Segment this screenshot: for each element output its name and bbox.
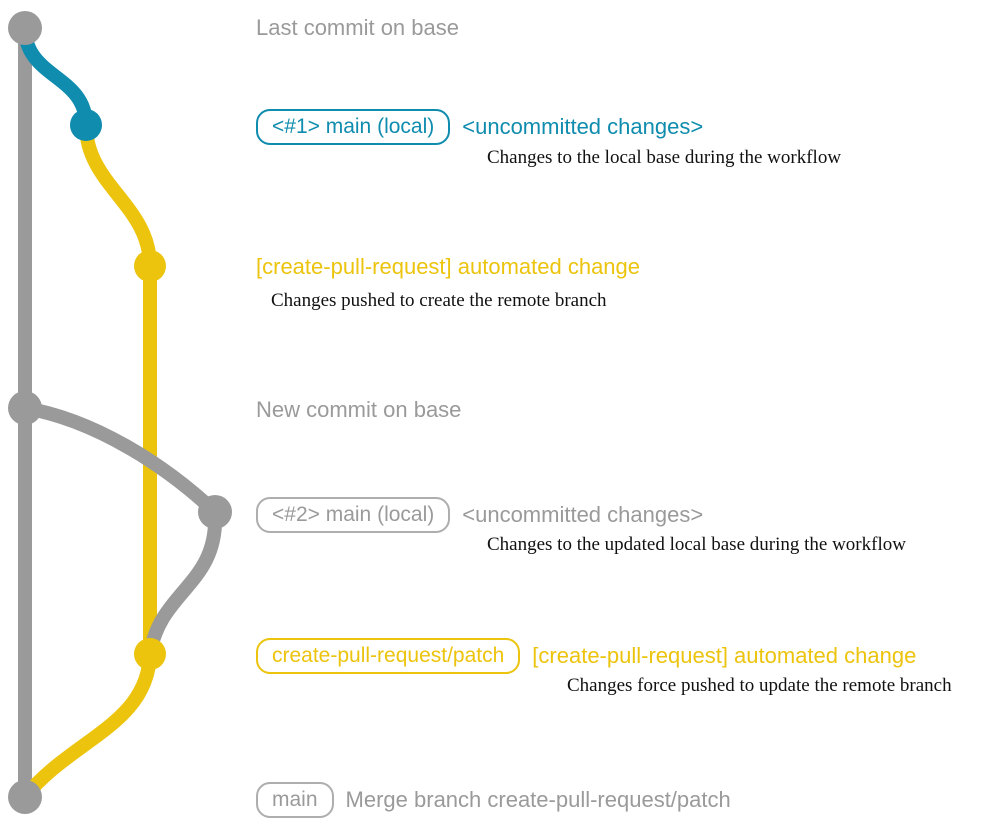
edge-patch-update-to-merge — [18, 647, 157, 804]
commit-node-local-1[interactable] — [70, 109, 102, 141]
commit-node-patch-create[interactable] — [134, 250, 166, 282]
edge-base2-to-local2 — [18, 401, 222, 519]
commit-row-merge: main Merge branch create-pull-request/pa… — [256, 782, 731, 818]
commit-subject-patch-update: [create-pull-request] automated change — [532, 643, 917, 668]
commit-note-patch-create: Changes pushed to create the remote bran… — [271, 290, 607, 311]
commit-row-patch-update: create-pull-request/patch [create-pull-r… — [256, 638, 916, 674]
commit-node-last-commit-on-base[interactable] — [8, 11, 42, 45]
commit-note-local-1: Changes to the local base during the wor… — [487, 147, 842, 168]
commit-row-local-2: <#2> main (local) <uncommitted changes> — [256, 497, 703, 533]
commit-row-local-1: <#1> main (local) <uncommitted changes> — [256, 109, 703, 145]
edge-base-to-local1 — [18, 21, 93, 132]
commit-subject-last-commit-on-base: Last commit on base — [256, 15, 459, 40]
commit-node-new-commit-on-base[interactable] — [8, 391, 42, 425]
ref-badge-patch-update[interactable]: create-pull-request/patch — [256, 638, 521, 674]
commit-subject-local-1: <uncommitted changes> — [462, 114, 704, 139]
commit-subject-patch-create: [create-pull-request] automated change — [256, 254, 641, 279]
commit-node-merge[interactable] — [8, 780, 42, 814]
commit-node-patch-update[interactable] — [134, 638, 166, 670]
ref-badge-local-1[interactable]: <#1> main (local) — [256, 109, 451, 145]
commit-subject-merge: Merge branch create-pull-request/patch — [345, 787, 731, 812]
commit-subject-local-2: <uncommitted changes> — [462, 502, 704, 527]
edge-local1-to-patch-create — [79, 118, 157, 273]
ref-badge-local-2[interactable]: <#2> main (local) — [256, 497, 451, 533]
commit-note-local-2: Changes to the updated local base during… — [487, 534, 906, 555]
commit-node-local-2[interactable] — [198, 495, 232, 529]
commit-subject-new-commit-on-base: New commit on base — [256, 397, 462, 422]
edge-local2-to-patch-update — [143, 505, 223, 661]
ref-badge-main[interactable]: main — [256, 782, 334, 818]
commit-note-patch-update: Changes force pushed to update the remot… — [567, 675, 952, 696]
